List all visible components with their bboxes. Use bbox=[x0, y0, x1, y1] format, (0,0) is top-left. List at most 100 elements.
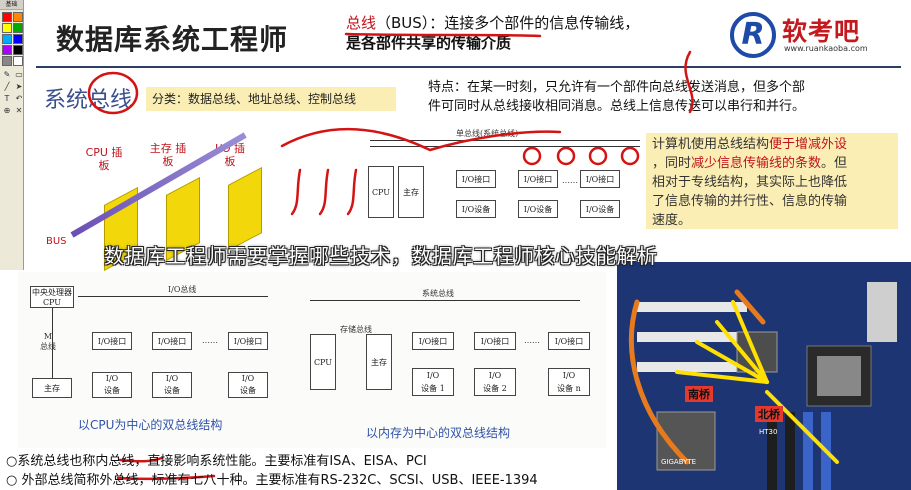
cursor-icon[interactable]: ➤ bbox=[15, 82, 23, 91]
single-bus-title: 单总线(系统总线) bbox=[456, 129, 519, 138]
note-line3: 相对于专线结构，其实际上也降低 bbox=[652, 175, 848, 190]
orange-arrow bbox=[629, 299, 690, 465]
cpu-io-bus-label: I/O总线 bbox=[168, 285, 197, 294]
color-swatch-9[interactable] bbox=[13, 56, 23, 66]
color-swatch-3[interactable] bbox=[13, 23, 23, 33]
cpu-center-io-interface-3: I/O接口 bbox=[228, 332, 268, 350]
mem-center-caption: 以内存为中心的双总线结构 bbox=[366, 426, 511, 440]
mem-center-io-interface-3: I/O接口 bbox=[548, 332, 590, 350]
color-palette bbox=[0, 10, 23, 68]
plugin-label-cpu: CPU 插板 bbox=[85, 146, 123, 172]
bus-line-bottom bbox=[370, 146, 640, 147]
tool-grid: ✎ ▭ ╱ ➤ T ↶ ⊕ ✕ bbox=[0, 68, 23, 118]
cpu-center-caption: 以CPU为中心的双总线结构 bbox=[78, 418, 223, 432]
bus-dots: …… bbox=[562, 176, 578, 185]
definition-rest: （BUS）：连接多个部件的信息传输线， bbox=[376, 14, 640, 32]
bus-io-interface-2: I/O接口 bbox=[518, 170, 558, 188]
line-icon[interactable]: ╱ bbox=[4, 82, 10, 91]
color-swatch-4[interactable] bbox=[2, 34, 12, 44]
loop-2 bbox=[556, 146, 576, 166]
bus-label: BUS bbox=[46, 236, 67, 247]
page-caption: 数据库工程师需要掌握哪些技术，数据库工程师核心技能解析 bbox=[104, 244, 658, 268]
stroke-1 bbox=[290, 168, 302, 216]
pen-icon[interactable]: ✎ bbox=[3, 70, 11, 79]
color-swatch-8[interactable] bbox=[2, 56, 12, 66]
loop-4 bbox=[620, 146, 640, 166]
logo-name: 软考吧 bbox=[782, 17, 861, 46]
note-line4: 了信息传输的并行性、信息的传输 bbox=[652, 194, 848, 209]
note-line1-a: 计算机使用总线结构 bbox=[652, 137, 770, 152]
bus-cpu-box: CPU bbox=[368, 166, 394, 218]
pen-toolbar: 基础 ✎ ▭ ╱ ➤ T ↶ ⊕ ✕ bbox=[0, 0, 24, 270]
cpu-m-bus-label: M 总线 bbox=[40, 332, 56, 351]
undo-icon[interactable]: ↶ bbox=[15, 94, 23, 103]
color-swatch-6[interactable] bbox=[2, 45, 12, 55]
definition-term: 总线 bbox=[346, 14, 377, 32]
mem-center-memory-box: 主存 bbox=[366, 334, 392, 390]
mem-center-io-device-1: I/O 设备 1 bbox=[412, 368, 454, 396]
cpu-center-memory-box: 主存 bbox=[32, 378, 72, 398]
mem-center-cpu-box: CPU bbox=[310, 334, 336, 390]
mem-center-io-device-2: I/O 设备 2 bbox=[474, 368, 516, 396]
bus-memory-box: 主存 bbox=[398, 166, 424, 218]
toolbar-tab[interactable]: 基础 bbox=[0, 0, 23, 10]
bus-io-interface-3: I/O接口 bbox=[580, 170, 620, 188]
brand-logo: R 软考吧 www.ruankaoba.com bbox=[730, 10, 900, 60]
header-divider bbox=[36, 66, 901, 68]
page-title: 数据库系统工程师 bbox=[56, 23, 289, 56]
dual-bus-diagrams: I/O总线 中央处理器 CPU M 总线 主存 I/O接口 I/O接口 I/O接… bbox=[18, 272, 606, 448]
footer-inner-bus: ○系统总线也称内总线，直接影响系统性能。主要标准有ISA、EISA、PCI bbox=[6, 454, 427, 469]
mem-center-dots: …… bbox=[524, 336, 540, 345]
mem-system-bus-line bbox=[310, 300, 580, 301]
bus-features: 特点：在某一时刻，只允许有一个部件向总线发送消息，但多个部 件可同时从总线接收相… bbox=[428, 78, 898, 116]
note-line1-b: 便于增减外设 bbox=[769, 137, 848, 152]
bus-advantages-note: 计算机使用总线结构便于增减外设 ，同时减少信息传输线的条数。但 相对于专线结构，… bbox=[646, 133, 898, 229]
footer-outer-bus: ○ 外部总线简称外总线，标准有七八十种。主要标准有RS-232C、SCSI、US… bbox=[6, 473, 538, 488]
zoom-icon[interactable]: ⊕ bbox=[3, 106, 11, 115]
bus-io-interface-1: I/O接口 bbox=[456, 170, 496, 188]
mem-system-bus-label: 系统总线 bbox=[422, 289, 454, 298]
mem-center-io-interface-1: I/O接口 bbox=[412, 332, 454, 350]
south-bridge-label: 南桥 bbox=[685, 386, 713, 402]
close-icon[interactable]: ✕ bbox=[15, 106, 23, 115]
board-brand: GIGABYTE bbox=[661, 458, 697, 466]
underline-definition bbox=[344, 32, 542, 38]
bus-definition-line1: 总线（BUS）：连接多个部件的信息传输线， bbox=[346, 12, 639, 33]
m-bus-line bbox=[52, 308, 53, 378]
feature-line2: 件可同时从总线接收相同消息。总线上信息传送可以串行和并行。 bbox=[428, 99, 806, 114]
color-swatch-1[interactable] bbox=[13, 12, 23, 22]
bus-io-device-2: I/O设备 bbox=[518, 200, 558, 218]
color-swatch-5[interactable] bbox=[13, 34, 23, 44]
bus-line-top bbox=[370, 140, 640, 141]
motherboard-photo: 南桥 北桥 GIGABYTE HT30 bbox=[617, 262, 911, 490]
underline-inner-bus bbox=[118, 456, 164, 463]
arrow-annotation bbox=[684, 50, 694, 114]
text-icon[interactable]: T bbox=[4, 94, 10, 103]
stroke-2 bbox=[318, 168, 330, 216]
loop-3 bbox=[588, 146, 608, 166]
cpu-center-dots: …… bbox=[202, 336, 218, 345]
circle-annotation bbox=[87, 71, 139, 115]
color-swatch-0[interactable] bbox=[2, 12, 12, 22]
cpu-center-io-interface-2: I/O接口 bbox=[152, 332, 192, 350]
bus-classification: 分类：数据总线、地址总线、控制总线 bbox=[146, 87, 396, 111]
eraser-icon[interactable]: ▭ bbox=[15, 70, 23, 79]
mem-center-io-interface-2: I/O接口 bbox=[474, 332, 516, 350]
color-swatch-2[interactable] bbox=[2, 23, 12, 33]
cpu-center-io-device-2: I/O 设备 bbox=[152, 372, 192, 398]
cpu-io-bus-line bbox=[78, 296, 268, 297]
color-swatch-7[interactable] bbox=[13, 45, 23, 55]
bus-io-device-1: I/O设备 bbox=[456, 200, 496, 218]
note-line2-c: 。但 bbox=[821, 156, 848, 171]
cpu-center-io-device-1: I/O 设备 bbox=[92, 372, 132, 398]
cpu-center-io-interface-1: I/O接口 bbox=[92, 332, 132, 350]
motherboard-graphic bbox=[617, 262, 911, 490]
mem-storage-bus-label: 存储总线 bbox=[340, 325, 372, 334]
bus-scribble bbox=[280, 127, 562, 152]
chipset-label: HT30 bbox=[759, 428, 778, 436]
logo-url: www.ruankaoba.com bbox=[784, 44, 868, 53]
plugin-label-memory: 主存 插板 bbox=[149, 142, 187, 168]
note-line2-b: 减少信息传输线的条数 bbox=[691, 156, 822, 171]
note-line5: 速度。 bbox=[652, 213, 692, 228]
